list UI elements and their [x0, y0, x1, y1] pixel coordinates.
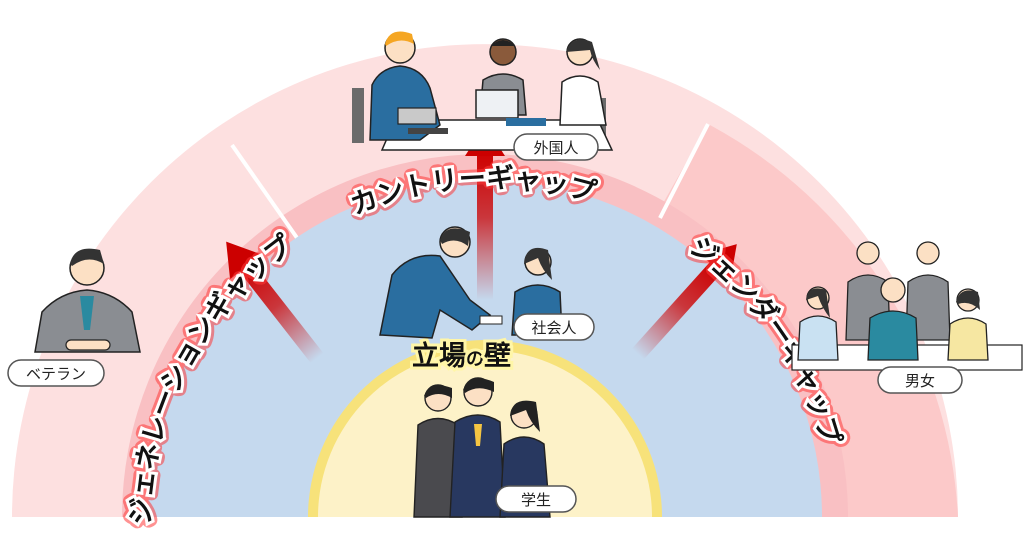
svg-text:社会人: 社会人 — [531, 319, 576, 337]
arrow-up-right-gender — [631, 244, 737, 360]
foreigner-meeting-illustration — [352, 31, 614, 151]
wall-label: 立場の壁 — [409, 337, 514, 375]
veteran-illustration — [34, 248, 141, 353]
tag-veteran: ベテラン — [7, 359, 105, 387]
tag-student: 学生 — [495, 485, 577, 513]
arrow-up-left-generation — [226, 241, 324, 364]
tag-worker: 社会人 — [513, 313, 595, 341]
svg-text:男女: 男女 — [905, 372, 935, 390]
svg-text:学生: 学生 — [521, 491, 551, 509]
svg-text:外国人: 外国人 — [533, 139, 578, 157]
ring-dividers — [230, 123, 710, 247]
tag-gender: 男女 — [877, 366, 963, 394]
svg-text:立場の壁: 立場の壁 — [412, 340, 511, 372]
tag-foreigner: 外国人 — [513, 133, 599, 161]
svg-text:ベテラン: ベテラン — [26, 365, 86, 383]
gender-group-illustration — [791, 241, 1023, 371]
